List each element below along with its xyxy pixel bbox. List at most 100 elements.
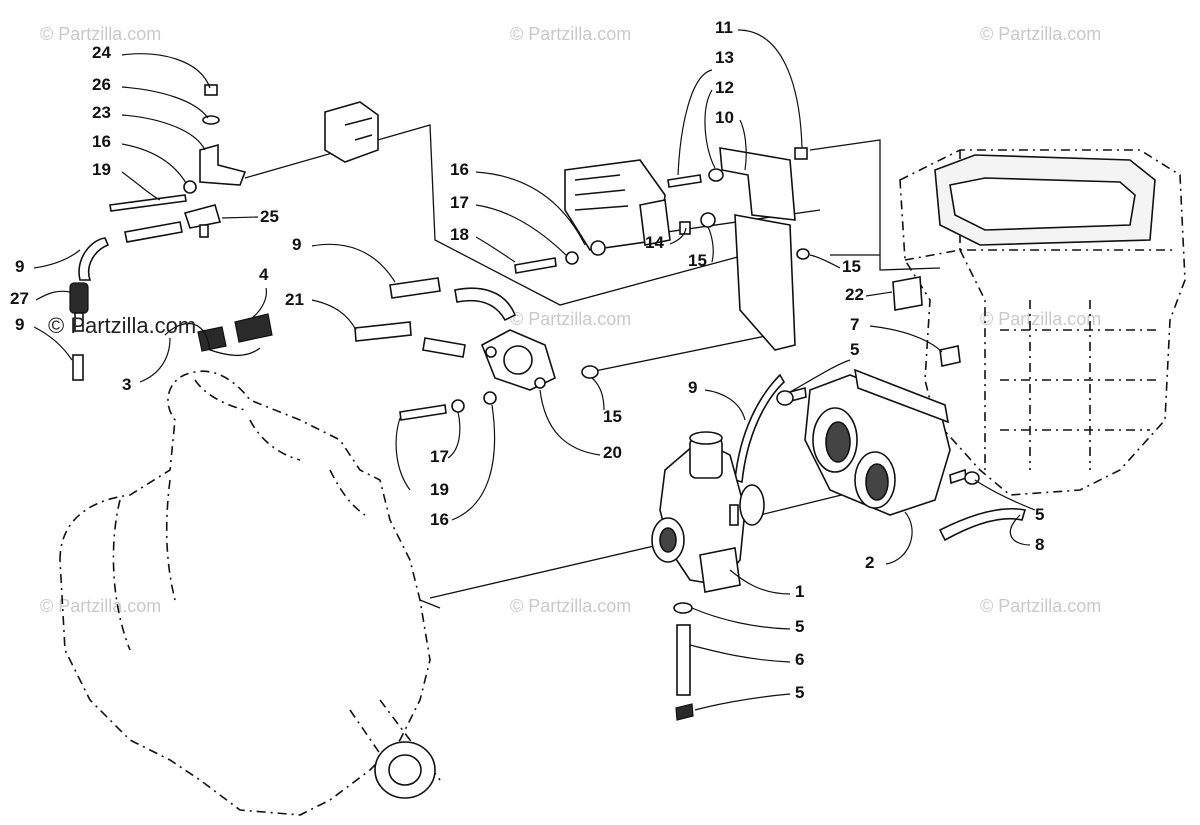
callout-number: 19	[92, 160, 111, 179]
callout-1: 1	[729, 569, 804, 601]
callout-leader-line	[395, 417, 411, 491]
callout-5: 5	[694, 683, 804, 711]
callout-leader-line	[447, 411, 461, 459]
callout-leader-line	[1009, 514, 1031, 546]
callout-5: 5	[974, 479, 1044, 524]
callout-leader-line	[35, 290, 71, 301]
watermark-text: © Partzilla.com	[510, 596, 631, 616]
callout-number: 1	[795, 582, 804, 601]
callout-3: 3	[122, 337, 171, 394]
callout-25: 25	[221, 207, 279, 226]
callout-14: 14	[645, 227, 687, 252]
ignition-coil	[514, 159, 716, 274]
springs	[164, 313, 273, 357]
callout-leader-line	[704, 389, 746, 421]
callout-number: 10	[715, 108, 734, 127]
callout-number: 7	[850, 315, 859, 334]
callout-leader-line	[121, 143, 187, 184]
callout-12: 12	[704, 78, 734, 169]
callout-leader-line	[885, 511, 913, 565]
callout-6: 6	[689, 644, 804, 669]
callout-leader-line	[591, 377, 605, 411]
callout-13: 13	[677, 48, 734, 176]
callout-leader-line	[311, 243, 396, 283]
callout-number: 16	[92, 132, 111, 151]
callout-number: 14	[645, 233, 664, 252]
watermark-layer: © Partzilla.com © Partzilla.com © Partzi…	[40, 24, 1101, 616]
watermark-text: © Partzilla.com	[980, 24, 1101, 44]
fuel-filter-bracket	[78, 84, 247, 281]
callout-leader-line	[451, 404, 496, 521]
callout-number: 11	[715, 18, 733, 37]
watermark-text: © Partzilla.com	[510, 309, 631, 329]
callout-leader-line	[33, 249, 81, 269]
fuel-filter	[69, 282, 89, 381]
watermark-text: © Partzilla.com	[980, 596, 1101, 616]
callout-number: 12	[715, 78, 734, 97]
callout-leader-line	[974, 479, 1036, 511]
callout-number: 22	[845, 285, 864, 304]
callout-24: 24	[92, 43, 211, 89]
callout-2: 2	[865, 511, 913, 572]
callout-4: 4	[251, 265, 269, 319]
callout-leader-line	[869, 325, 943, 353]
overlay-watermark: © Partzilla.com	[48, 313, 196, 338]
callout-23: 23	[92, 103, 206, 151]
callout-18: 18	[450, 225, 516, 263]
callout-10: 10	[715, 108, 747, 171]
callout-leader-line	[221, 216, 259, 219]
callout-number: 15	[603, 407, 622, 426]
callout-19: 19	[395, 417, 449, 499]
watermark-text: © Partzilla.com	[40, 596, 161, 616]
carburetor	[651, 431, 765, 593]
callout-5: 5	[789, 340, 859, 393]
callout-9: 9	[15, 315, 73, 361]
watermark-text: © Partzilla.com	[510, 24, 631, 44]
callout-15: 15	[591, 377, 622, 426]
callout-number: 27	[10, 289, 29, 308]
callout-16: 16	[92, 132, 187, 184]
callout-leader-line	[689, 644, 791, 663]
callout-leader-line	[809, 254, 841, 269]
callout-leader-line	[121, 86, 209, 119]
callout-leader-line	[121, 171, 161, 201]
callout-number: 25	[260, 207, 279, 226]
callout-9: 9	[292, 235, 396, 283]
callout-number: 15	[688, 251, 707, 270]
callout-number: 9	[688, 378, 697, 397]
callout-leader-line	[729, 569, 791, 595]
callout-15: 15	[688, 226, 714, 270]
callout-number: 21	[285, 290, 304, 309]
callout-leader-line	[475, 236, 516, 263]
callout-16: 16	[450, 160, 586, 246]
callout-8: 8	[1009, 514, 1044, 554]
engine-outline	[59, 370, 441, 816]
callout-number: 24	[92, 43, 111, 62]
callout-leader-line	[707, 226, 714, 263]
callout-17: 17	[430, 411, 461, 466]
callout-number: 16	[430, 510, 449, 529]
callout-leader-line	[694, 693, 791, 711]
callout-number: 9	[292, 235, 301, 254]
callout-7: 7	[850, 315, 943, 353]
callout-leader-line	[475, 171, 586, 246]
callout-leader-line	[251, 287, 267, 319]
callout-leader-line	[139, 337, 171, 383]
callout-leader-line	[704, 89, 716, 169]
callout-leader-line	[677, 69, 713, 176]
callout-number: 23	[92, 103, 111, 122]
callout-17: 17	[450, 193, 567, 256]
callout-leader-line	[475, 204, 567, 256]
callout-leader-line	[539, 389, 601, 456]
callout-number: 4	[259, 265, 269, 284]
callout-number: 9	[15, 257, 24, 276]
callout-leader-line	[669, 227, 687, 245]
callout-leader-line	[789, 359, 851, 393]
callout-11: 11	[715, 18, 803, 149]
callout-27: 27	[10, 289, 71, 308]
callout-leader-line	[121, 114, 206, 151]
callout-leader-line	[739, 119, 747, 171]
callout-9: 9	[688, 378, 746, 421]
